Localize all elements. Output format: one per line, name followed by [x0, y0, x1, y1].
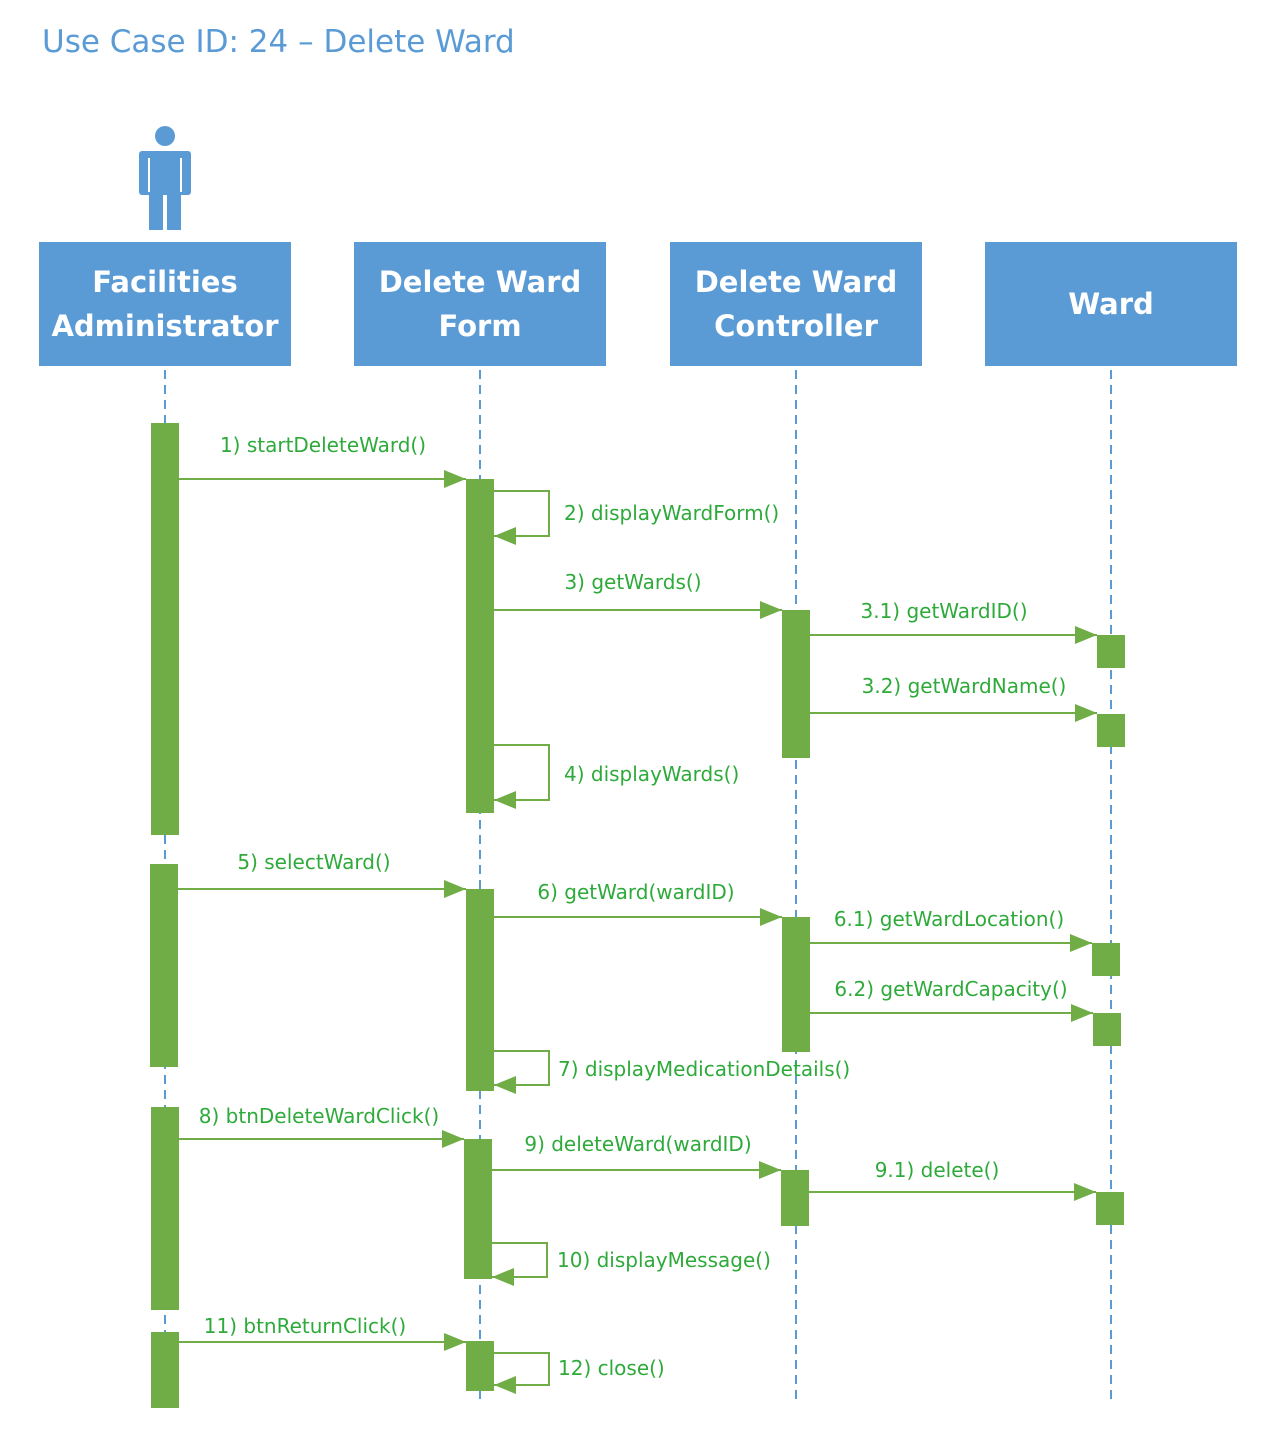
activation-ward — [1092, 943, 1120, 976]
message-label: 6.2) getWardCapacity() — [834, 977, 1067, 1001]
activation-admin — [151, 423, 179, 835]
message-label: 3) getWards() — [564, 570, 701, 594]
message-11: 7) displayMedicationDetails() — [494, 1050, 850, 1094]
activation-ward — [1097, 635, 1125, 668]
diagram-title: Use Case ID: 24 – Delete Ward — [42, 24, 515, 60]
message-label: 7) displayMedicationDetails() — [558, 1057, 850, 1081]
activation-ward — [1097, 714, 1125, 747]
activation-admin — [151, 1332, 179, 1408]
participant-label: Form — [438, 309, 521, 343]
message-17: 12) close() — [494, 1352, 665, 1394]
message-label: 2) displayWardForm() — [564, 501, 779, 525]
participant-label: Ward — [1068, 287, 1154, 321]
self-message-arrow — [494, 1352, 550, 1394]
activation-controller — [782, 610, 810, 758]
self-message-arrow — [494, 744, 550, 809]
participant-box — [354, 242, 606, 366]
participant-label: Delete Ward — [379, 265, 582, 299]
message-4: 3.1) getWardID() — [810, 599, 1097, 644]
message-label: 9) deleteWard(wardID) — [524, 1132, 751, 1156]
participant-box — [39, 242, 291, 366]
activation-admin — [150, 864, 178, 1067]
self-message-arrow — [492, 1242, 548, 1286]
message-1: 1) startDeleteWard() — [179, 433, 466, 488]
activation-form — [466, 479, 494, 813]
participant-box — [670, 242, 922, 366]
message-8: 6) getWard(wardID) — [494, 880, 782, 926]
participant-label: Delete Ward — [695, 265, 898, 299]
message-2: 2) displayWardForm() — [494, 490, 779, 545]
message-label: 6) getWard(wardID) — [537, 880, 734, 904]
activation-form — [466, 889, 494, 1091]
message-3: 3) getWards() — [494, 570, 782, 619]
activation-controller — [781, 1170, 809, 1226]
activation-ward — [1093, 1013, 1121, 1046]
message-15: 10) displayMessage() — [492, 1242, 771, 1286]
activation-form — [466, 1341, 494, 1391]
message-13: 9) deleteWard(wardID) — [492, 1132, 781, 1179]
message-14: 9.1) delete() — [809, 1158, 1096, 1201]
message-16: 11) btnReturnClick() — [179, 1314, 466, 1351]
message-12: 8) btnDeleteWardClick() — [179, 1104, 464, 1148]
activation-form — [464, 1139, 492, 1279]
message-label: 11) btnReturnClick() — [204, 1314, 406, 1338]
message-label: 5) selectWard() — [237, 850, 390, 874]
message-5: 3.2) getWardName() — [810, 674, 1097, 722]
message-7: 5) selectWard() — [178, 850, 466, 898]
activation-admin — [151, 1107, 179, 1310]
message-10: 6.2) getWardCapacity() — [810, 977, 1093, 1022]
activation-ward — [1096, 1192, 1124, 1225]
message-label: 12) close() — [558, 1356, 665, 1380]
activation-controller — [782, 917, 810, 1052]
self-message-arrow — [494, 490, 550, 545]
participant-ward: Ward — [985, 242, 1237, 366]
self-message-arrow — [494, 1050, 550, 1094]
message-label: 6.1) getWardLocation() — [834, 907, 1064, 931]
participant-form: Delete WardForm — [354, 242, 606, 366]
message-label: 10) displayMessage() — [557, 1248, 771, 1272]
message-label: 3.1) getWardID() — [860, 599, 1027, 623]
message-label: 8) btnDeleteWardClick() — [199, 1104, 439, 1128]
participant-label: Administrator — [51, 309, 279, 343]
message-9: 6.1) getWardLocation() — [810, 907, 1092, 952]
message-label: 1) startDeleteWard() — [220, 433, 426, 457]
participant-label: Facilities — [92, 265, 237, 299]
message-label: 4) displayWards() — [564, 762, 739, 786]
message-label: 9.1) delete() — [875, 1158, 1000, 1182]
participant-box — [985, 242, 1237, 366]
person-icon — [139, 126, 191, 230]
message-label: 3.2) getWardName() — [862, 674, 1067, 698]
participant-label: Controller — [714, 309, 878, 343]
message-6: 4) displayWards() — [494, 744, 739, 809]
